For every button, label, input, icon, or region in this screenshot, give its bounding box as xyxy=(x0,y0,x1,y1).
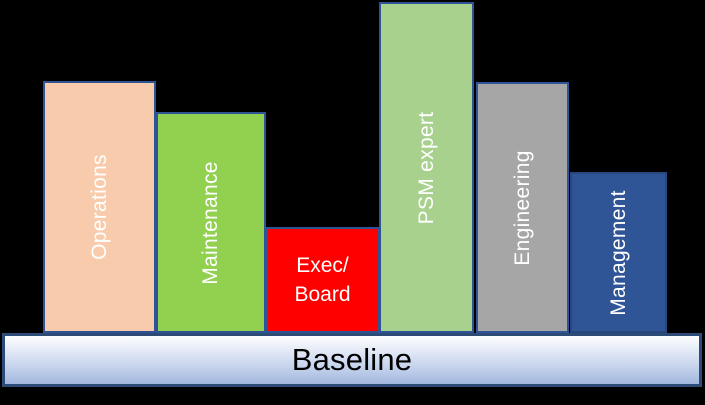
bar-operations: Operations xyxy=(43,81,156,333)
bar-engineering-label: Engineering xyxy=(510,149,534,266)
bar-management: Management xyxy=(570,172,667,333)
bar-psm-expert-label: PSM expert xyxy=(414,111,438,224)
bar-maintenance: Maintenance xyxy=(156,112,266,333)
bar-maintenance-label: Maintenance xyxy=(199,160,222,285)
bar-psm-expert: PSM expert xyxy=(379,2,474,333)
baseline-label: Baseline xyxy=(291,342,413,377)
bar-engineering: Engineering xyxy=(476,82,569,333)
bar-exec-board: Exec/ Board xyxy=(266,227,379,333)
bar-operations-label: Operations xyxy=(87,154,111,260)
baseline-bar: Baseline xyxy=(2,333,702,387)
bar-management-label: Management xyxy=(606,189,630,316)
bar-exec-board-label: Exec/ Board xyxy=(294,253,351,306)
